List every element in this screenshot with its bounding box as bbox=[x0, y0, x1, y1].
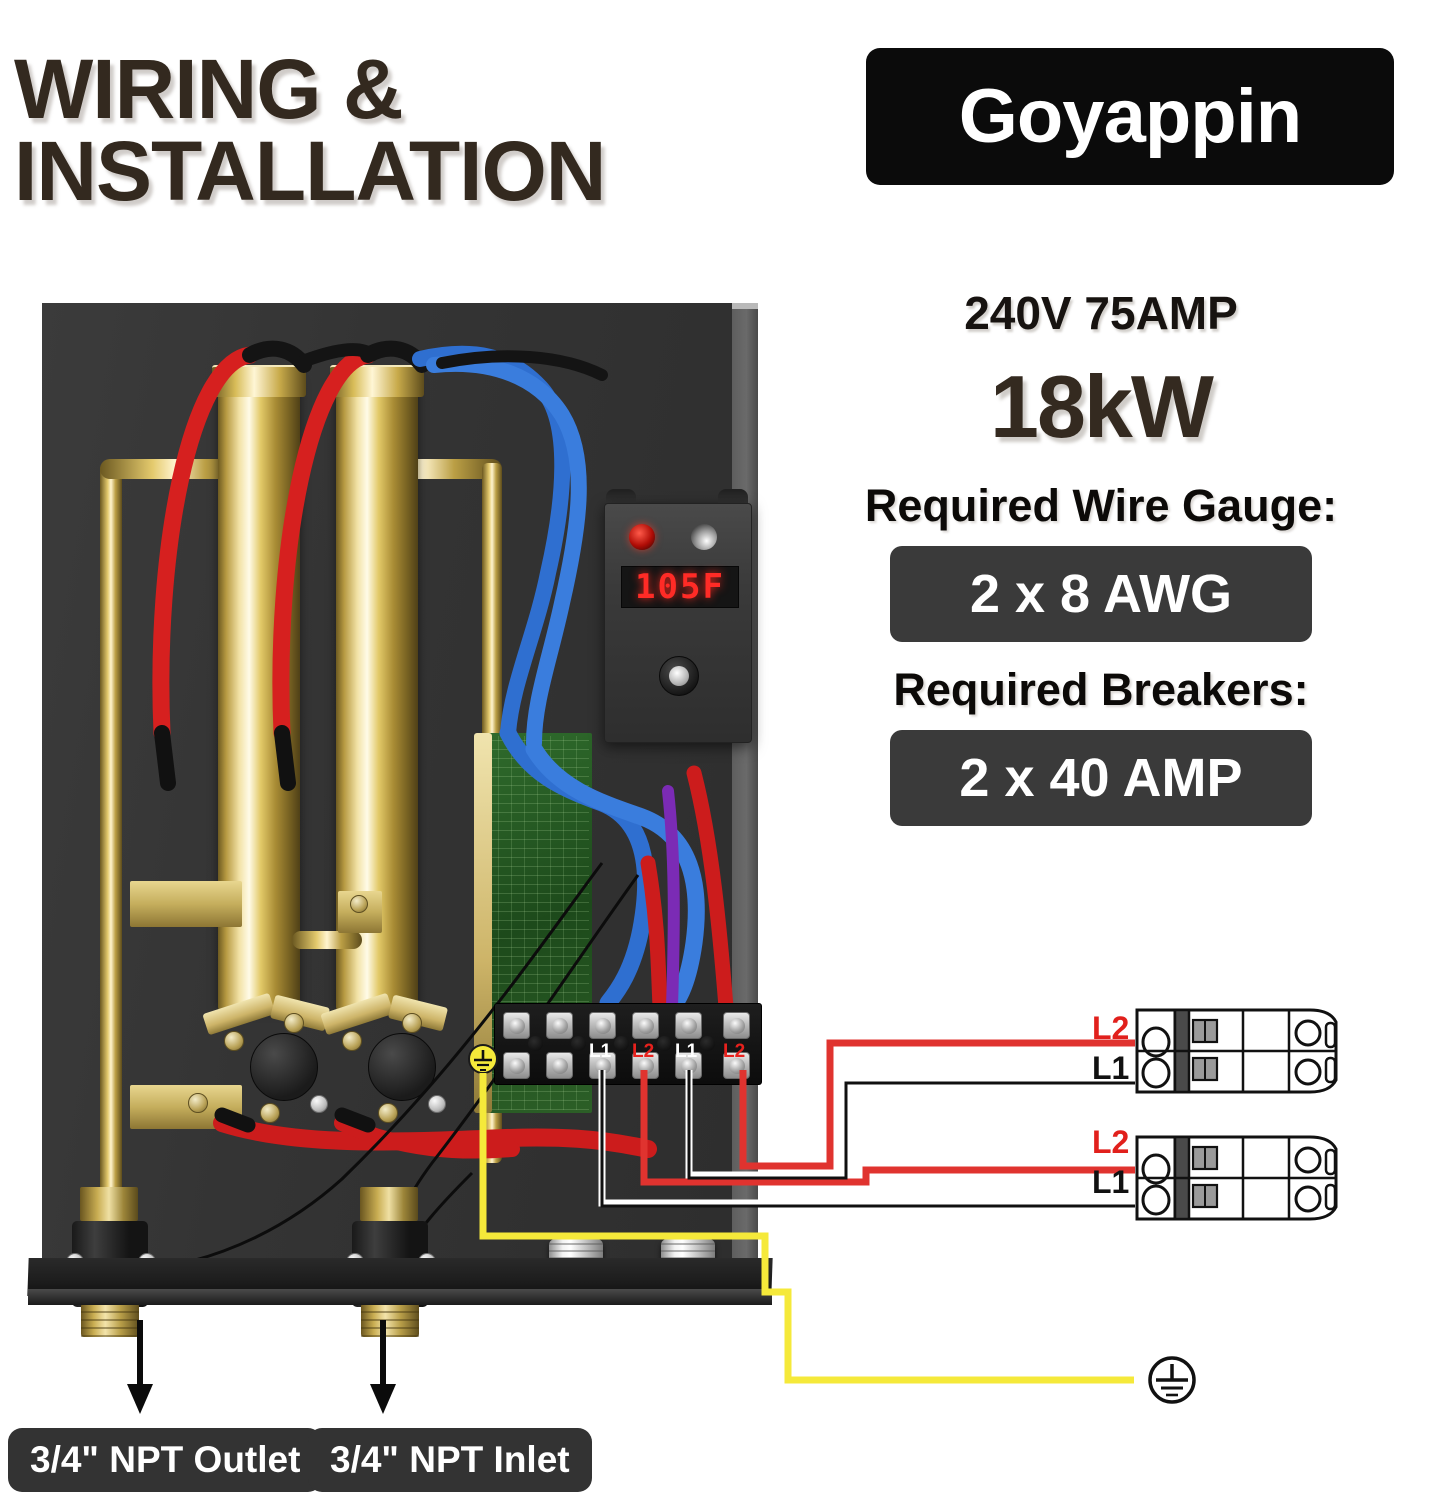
breakers-label: Required Breakers: bbox=[893, 664, 1309, 715]
brand-badge: Goyappin bbox=[866, 48, 1394, 185]
indicator-led-icon bbox=[691, 524, 717, 550]
terminal-hole-5 bbox=[700, 1036, 715, 1051]
element-2-screw-d bbox=[428, 1095, 446, 1113]
outlet-brass-nut bbox=[80, 1187, 138, 1221]
inlet-brass-nut bbox=[360, 1187, 418, 1221]
base-plate-front bbox=[28, 1289, 772, 1305]
terminal-hole-3 bbox=[614, 1036, 629, 1051]
temperature-display: 105F bbox=[621, 566, 739, 608]
spec-column: 240V 75AMP 18kW Required Wire Gauge: 2 x… bbox=[760, 286, 1442, 826]
terminal-screw-bot-2[interactable] bbox=[546, 1052, 573, 1079]
element-2-screw-b bbox=[402, 1013, 422, 1033]
terminal-label-l2-b: L2 bbox=[723, 1041, 746, 1062]
title-line-1: WIRING & bbox=[14, 42, 404, 136]
breaker-diagram-1 bbox=[1135, 1008, 1338, 1094]
element-1-screw-d bbox=[310, 1095, 328, 1113]
npt-inlet-port bbox=[361, 1303, 419, 1337]
terminal-block[interactable]: L1 L2 L1 L2 bbox=[494, 1003, 762, 1085]
photo-wiring bbox=[42, 303, 758, 1313]
breaker-2-l2-label: L2 bbox=[1092, 1124, 1130, 1160]
temperature-controller[interactable]: 105F bbox=[604, 503, 752, 743]
breakers-badge: 2 x 40 AMP bbox=[890, 730, 1312, 826]
element-2-thermostat bbox=[368, 1033, 436, 1101]
l2-wire-upper bbox=[739, 1039, 1135, 1170]
element-2-screw-a bbox=[342, 1031, 362, 1051]
wire-gauge-badge: 2 x 8 AWG bbox=[890, 546, 1312, 642]
power-led-icon bbox=[629, 524, 655, 550]
mount-bracket-upper bbox=[130, 881, 242, 927]
terminal-screw-top-1[interactable] bbox=[503, 1012, 530, 1039]
terminal-screw-top-5[interactable] bbox=[675, 1012, 702, 1039]
breaker-diagram-2 bbox=[1135, 1135, 1338, 1221]
bracket-screw-mid bbox=[350, 895, 368, 913]
element-1-screw-b bbox=[284, 1013, 304, 1033]
npt-outlet-callout: 3/4" NPT Outlet bbox=[8, 1428, 323, 1492]
title-line-2: INSTALLATION bbox=[14, 124, 606, 219]
power-rating-text: 18kW bbox=[990, 357, 1214, 456]
breaker-1-l1-label: L1 bbox=[1092, 1050, 1130, 1086]
breaker-2-l1-label: L1 bbox=[1092, 1164, 1130, 1200]
npt-outlet-port bbox=[81, 1303, 139, 1337]
terminal-label-l2-a: L2 bbox=[632, 1041, 655, 1062]
terminal-hole-2 bbox=[571, 1036, 586, 1051]
bracket-screw-lower bbox=[188, 1093, 208, 1113]
terminal-screw-top-2[interactable] bbox=[546, 1012, 573, 1039]
terminal-screw-bot-1[interactable] bbox=[503, 1052, 530, 1079]
element-crossbar bbox=[292, 931, 362, 949]
temperature-value: 105F bbox=[635, 567, 725, 607]
terminal-hole-1 bbox=[528, 1036, 543, 1051]
breaker-1-l2-label: L2 bbox=[1092, 1010, 1130, 1046]
brass-pipe-left bbox=[100, 463, 122, 1233]
element-1-screw-a bbox=[224, 1031, 244, 1051]
element-1-thermostat bbox=[250, 1033, 318, 1101]
terminal-screw-top-3[interactable] bbox=[589, 1012, 616, 1039]
voltage-amp-text: 240V 75AMP bbox=[964, 287, 1238, 339]
wire-gauge-label: Required Wire Gauge: bbox=[864, 480, 1338, 531]
page-title: WIRING & INSTALLATION bbox=[14, 42, 854, 219]
element-1-screw-c bbox=[260, 1103, 280, 1123]
element-2-screw-c bbox=[378, 1103, 398, 1123]
terminal-label-l1-b: L1 bbox=[675, 1041, 698, 1062]
terminal-screw-top-4[interactable] bbox=[632, 1012, 659, 1039]
earth-ground-icon bbox=[1148, 1356, 1196, 1404]
brand-name: Goyappin bbox=[958, 74, 1302, 159]
terminal-screw-top-6[interactable] bbox=[723, 1012, 750, 1039]
temperature-knob[interactable] bbox=[659, 656, 699, 696]
terminal-label-l1-a: L1 bbox=[589, 1041, 612, 1062]
product-photo: 105F L1 L2 L1 L2 bbox=[27, 303, 773, 1337]
npt-inlet-callout: 3/4" NPT Inlet bbox=[308, 1428, 592, 1492]
terminal-hole-4 bbox=[657, 1036, 672, 1051]
